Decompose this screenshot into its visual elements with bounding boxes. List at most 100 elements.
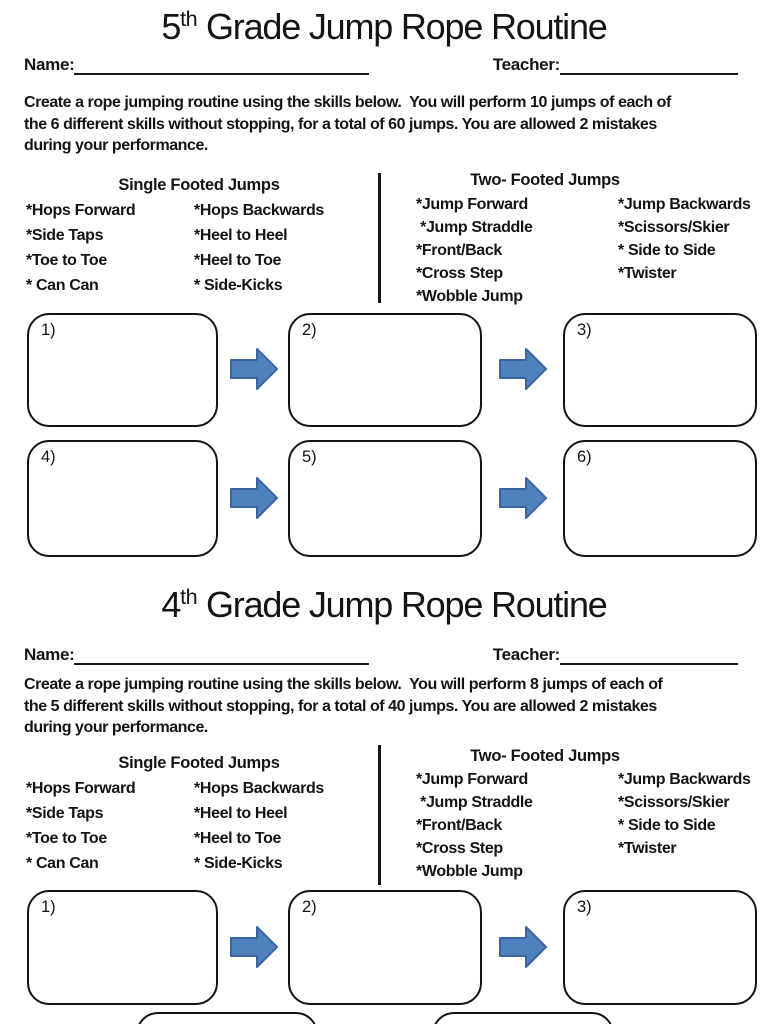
- page-title: 4th Grade Jump Rope Routine: [0, 584, 768, 626]
- skill-item: * Side to Side: [618, 242, 716, 259]
- title-grade-number: 4: [161, 584, 181, 625]
- teacher-line: [560, 644, 738, 665]
- two-footed-col1: *Jump Forward *Jump Straddle *Front/Back…: [416, 768, 533, 883]
- teacher-line: [560, 54, 738, 75]
- routine-box-label: 2): [302, 321, 317, 339]
- skill-item: *Heel to Toe: [194, 252, 282, 269]
- skill-item: * Can Can: [26, 277, 99, 294]
- skill-item: *Heel to Toe: [194, 830, 282, 847]
- skill-item: *Twister: [618, 265, 677, 282]
- instructions-line: during your performance.: [24, 719, 208, 736]
- skill-item: * Can Can: [26, 855, 99, 872]
- routine-box-label: 1): [41, 898, 56, 916]
- skill-item: *Toe to Toe: [26, 252, 107, 269]
- arrow-right-icon: [499, 925, 548, 969]
- instructions-line: during your performance.: [24, 137, 208, 154]
- teacher-field: Teacher:: [493, 644, 738, 665]
- title-grade-number: 5: [161, 6, 181, 47]
- single-footed-title: Single Footed Jumps: [118, 754, 280, 772]
- routine-box-4: 4): [27, 440, 218, 557]
- routine-box-5: 5): [288, 440, 482, 557]
- skill-item: *Toe to Toe: [26, 830, 107, 847]
- arrow-right-icon: [499, 347, 548, 391]
- routine-box-2: 2): [288, 890, 482, 1005]
- skill-item: *Front/Back: [416, 817, 502, 834]
- name-line: [74, 644, 370, 665]
- routine-box-label: 3): [577, 321, 592, 339]
- routine-box-label: 3): [577, 898, 592, 916]
- name-teacher-row: Name: Teacher:: [24, 644, 738, 665]
- single-footed-col2: *Hops Backwards *Heel to Heel *Heel to T…: [194, 776, 324, 876]
- title-ordinal-suffix: th: [180, 6, 198, 31]
- skill-item: *Twister: [618, 840, 677, 857]
- routine-box-3: 3): [563, 890, 757, 1005]
- skill-item: *Hops Forward: [26, 780, 136, 797]
- skill-item: *Jump Straddle: [416, 794, 533, 811]
- single-footed-col2: *Hops Backwards *Heel to Heel *Heel to T…: [194, 198, 324, 298]
- skill-item: * Side-Kicks: [194, 855, 283, 872]
- arrow-right-icon: [230, 476, 279, 520]
- column-divider: [378, 173, 381, 303]
- arrow-right-icon: [230, 347, 279, 391]
- skill-item: *Jump Forward: [416, 196, 528, 213]
- routine-box-1: 1): [27, 313, 218, 427]
- skill-item: *Hops Backwards: [194, 202, 324, 219]
- skill-item: *Scissors/Skier: [618, 794, 730, 811]
- routine-box-label: 6): [577, 448, 592, 466]
- routine-box-label: 5): [302, 448, 317, 466]
- routine-box-2: 2): [288, 313, 482, 427]
- skill-item: *Cross Step: [416, 840, 503, 857]
- teacher-label: Teacher:: [492, 645, 561, 664]
- routine-box-3: 3): [563, 313, 757, 427]
- skill-item: *Jump Backwards: [618, 771, 751, 788]
- two-footed-col2: *Jump Backwards *Scissors/Skier * Side t…: [618, 768, 751, 860]
- skill-item: *Scissors/Skier: [618, 219, 730, 236]
- two-footed-title: Two- Footed Jumps: [470, 747, 620, 765]
- skill-item: *Front/Back: [416, 242, 502, 259]
- skill-item: *Jump Backwards: [618, 196, 751, 213]
- skill-item: *Cross Step: [416, 265, 503, 282]
- title-text: Grade Jump Rope Routine: [197, 6, 608, 47]
- teacher-label: Teacher:: [492, 55, 561, 74]
- skill-item: *Side Taps: [26, 805, 104, 822]
- skill-item: *Heel to Heel: [194, 227, 288, 244]
- name-field: Name:: [24, 644, 370, 665]
- skill-item: * Side-Kicks: [194, 277, 283, 294]
- page-title: 5th Grade Jump Rope Routine: [0, 6, 768, 48]
- instructions-line: Create a rope jumping routine using the …: [24, 676, 663, 693]
- single-footed-col1: *Hops Forward *Side Taps *Toe to Toe * C…: [26, 776, 136, 876]
- title-ordinal-suffix: th: [180, 584, 198, 609]
- skill-item: * Side to Side: [618, 817, 716, 834]
- skill-item: *Jump Forward: [416, 771, 528, 788]
- routine-box-label: 2): [302, 898, 317, 916]
- skill-item: *Side Taps: [26, 227, 104, 244]
- skill-item: *Wobble Jump: [416, 288, 523, 305]
- two-footed-col2: *Jump Backwards *Scissors/Skier * Side t…: [618, 193, 751, 285]
- single-footed-col1: *Hops Forward *Side Taps *Toe to Toe * C…: [26, 198, 136, 298]
- instructions-line: Create a rope jumping routine using the …: [24, 94, 671, 111]
- arrow-right-icon: [499, 476, 548, 520]
- single-footed-title: Single Footed Jumps: [118, 176, 280, 194]
- routine-box-partial: [136, 1012, 318, 1024]
- routine-box-partial: [432, 1012, 614, 1024]
- skill-item: *Wobble Jump: [416, 863, 523, 880]
- skill-item: *Heel to Heel: [194, 805, 288, 822]
- name-teacher-row: Name: Teacher:: [24, 54, 738, 75]
- instructions-line: the 6 different skills without stopping,…: [24, 115, 657, 133]
- name-line: [74, 54, 370, 75]
- instructions: Create a rope jumping routine using the …: [24, 674, 663, 739]
- teacher-field: Teacher:: [493, 54, 738, 75]
- skill-item: *Hops Forward: [26, 202, 136, 219]
- name-field: Name:: [24, 54, 370, 75]
- routine-box-label: 1): [41, 321, 56, 339]
- skill-item: *Hops Backwards: [194, 780, 324, 797]
- two-footed-title: Two- Footed Jumps: [470, 171, 620, 189]
- column-divider: [378, 745, 381, 885]
- routine-box-1: 1): [27, 890, 218, 1005]
- routine-box-6: 6): [563, 440, 757, 557]
- instructions: Create a rope jumping routine using the …: [24, 92, 671, 157]
- skill-item: *Jump Straddle: [416, 219, 533, 236]
- title-text: Grade Jump Rope Routine: [197, 584, 608, 625]
- two-footed-col1: *Jump Forward *Jump Straddle *Front/Back…: [416, 193, 533, 308]
